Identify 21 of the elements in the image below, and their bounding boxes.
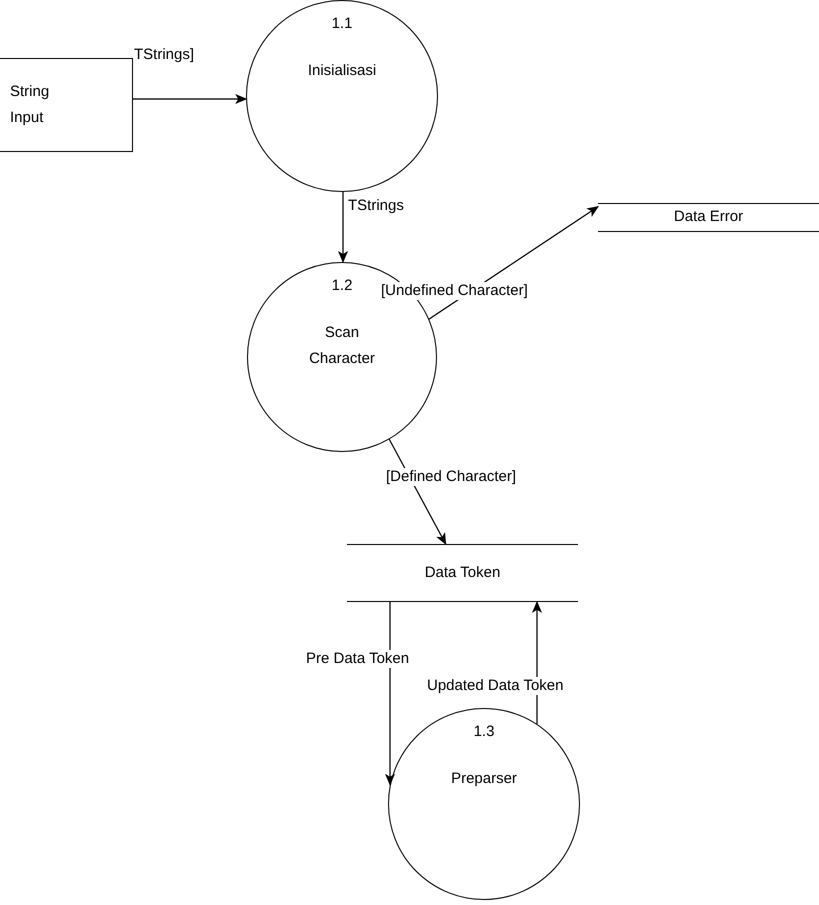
edge-label: TStrings [348, 197, 404, 215]
edge-label: [Undefined Character] [381, 282, 528, 300]
process-name: Scan Character [308, 322, 376, 368]
process-number: 1.3 [474, 722, 494, 742]
store-name: Data Error [674, 207, 744, 228]
process-name: Preparser [450, 768, 518, 788]
arrow [338, 192, 348, 264]
process-number: 1.2 [332, 276, 352, 296]
edge-label: Pre Data Token [306, 650, 410, 668]
arrow [132, 94, 248, 104]
edge-label: TStrings] [134, 46, 194, 64]
edge-label: [Defined Character] [386, 468, 516, 486]
process-number: 1.1 [332, 14, 352, 34]
entity-name: String Input [10, 82, 50, 128]
data-store [347, 544, 578, 602]
edge-label: Updated Data Token [427, 677, 564, 695]
process-name: Inisialisasi [306, 60, 378, 80]
external-entity-box [0, 58, 133, 152]
arrow [385, 602, 395, 786]
store-name: Data Token [424, 562, 500, 583]
data-store [598, 203, 819, 232]
